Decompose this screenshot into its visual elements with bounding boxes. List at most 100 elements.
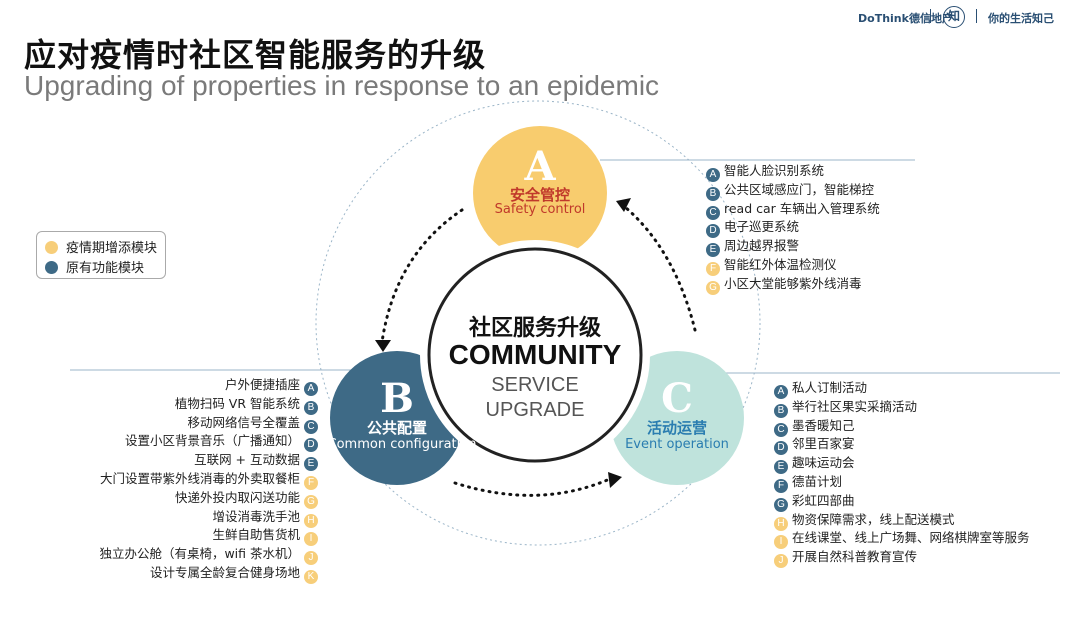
center-title-en: COMMUNITY [448, 339, 622, 370]
page-title: 应对疫情时社区智能服务的升级 [24, 36, 487, 74]
node-a-letter: A [524, 143, 556, 190]
item-badge-icon: D [304, 438, 318, 453]
item-text: 开展自然科普教育宣传 [792, 549, 918, 565]
item-badge-icon: G [304, 494, 318, 509]
node-c-label-cn: 活动运营 [646, 419, 707, 437]
item-badge-icon: K [304, 569, 318, 584]
item-badge-icon: F [774, 478, 788, 493]
outer-ring [315, 100, 761, 546]
item-text: 举行社区果实采摘活动 [792, 398, 918, 414]
page-subtitle: Upgrading of properties in response to a… [24, 70, 660, 101]
item-text: 私人订制活动 [792, 380, 868, 395]
center-title-cn: 社区服务升级 [468, 316, 601, 341]
item-text: 小区大堂能够紫外线消毒 [724, 275, 862, 291]
item-badge-icon: A [304, 382, 318, 396]
item-text: 电子巡更系统 [724, 219, 800, 235]
list-item: H 物资保障需求，线上配送模式 [774, 511, 1030, 531]
item-badge-icon: I [774, 535, 788, 550]
legend-label: 原有功能模块 [66, 261, 145, 276]
list-item: 生鲜自助售货机 I [99, 526, 318, 547]
legend-swatch-new [45, 241, 58, 254]
legend-item: 疫情期增添模块 [45, 237, 157, 256]
list-item: A 私人订制活动 [774, 379, 1030, 399]
item-badge-icon: B [706, 186, 720, 201]
node-a-circle [473, 126, 607, 260]
brand-name: DoThink德信地产 [858, 12, 953, 25]
item-text: 邻里百家宴 [792, 436, 855, 452]
list-item: 大门设置带紫外线消毒的外卖取餐柜 F [99, 470, 318, 490]
node-a-label-en: Safety control [494, 202, 586, 217]
item-text: read car 车辆出入管理系统 [724, 200, 880, 216]
list-item: E 趣味运动会 [774, 454, 1030, 475]
item-text: 独立办公舱（有桌椅，wifi 茶水机） [99, 546, 300, 562]
list-item: 户外便捷插座 A [99, 376, 318, 396]
list-item: A 智能人脸识别系统 [706, 162, 880, 182]
item-badge-icon: H [304, 513, 318, 528]
item-badge-icon: F [304, 475, 318, 490]
center-circle [427, 247, 643, 463]
item-badge-icon: E [304, 457, 318, 472]
item-badge-icon: J [304, 551, 318, 566]
item-badge-icon: D [774, 441, 788, 456]
item-text: 彩虹四部曲 [792, 492, 855, 508]
item-badge-icon: A [774, 385, 788, 399]
item-text: 植物扫码 VR 智能系统 [174, 395, 300, 411]
item-badge-icon: G [706, 280, 720, 295]
item-badge-icon: A [706, 168, 720, 182]
item-text: 快递外投内取闪送功能 [174, 489, 300, 505]
item-text: 生鲜自助售货机 [212, 527, 300, 543]
item-text: 户外便捷插座 [224, 377, 300, 392]
arrow-head [375, 340, 391, 352]
item-text: 设计专属全龄复合健身场地 [149, 564, 300, 580]
node-b-label-en: Common configuration [327, 437, 477, 452]
item-badge-icon: E [774, 460, 788, 475]
item-badge-icon: B [774, 403, 788, 418]
list-item: B 举行社区果实采摘活动 [774, 398, 1030, 418]
item-text: 物资保障需求，线上配送模式 [792, 511, 955, 527]
arrow-head [616, 198, 631, 212]
item-badge-icon: D [706, 224, 720, 239]
brand-divider [976, 9, 977, 23]
list-item: D 邻里百家宴 [774, 435, 1030, 456]
legend-swatch-existing [45, 261, 58, 274]
item-text: 设置小区背景音乐（广播通知） [124, 433, 300, 449]
item-text: 增设消毒洗手池 [212, 508, 300, 524]
arrow-head [608, 472, 622, 488]
item-badge-icon: H [774, 516, 788, 531]
legend-item: 原有功能模块 [45, 257, 144, 276]
list-item: 独立办公舱（有桌椅，wifi 茶水机） J [99, 545, 318, 566]
list-item: 设计专属全龄复合健身场地 K [99, 564, 318, 584]
list-item: B 公共区域感应门，智能梯控 [706, 181, 880, 201]
list-item: 增设消毒洗手池 H [99, 508, 318, 528]
center-subtitle-1: SERVICE [491, 374, 579, 396]
item-badge-icon: F [706, 261, 720, 276]
item-text: 德苗计划 [792, 473, 843, 489]
node-b-letter: B [380, 375, 414, 422]
node-c-letter: C [661, 375, 693, 422]
arrow-b-to-c [453, 476, 614, 497]
item-text: 公共区域感应门，智能梯控 [724, 181, 875, 197]
item-badge-icon: I [304, 532, 318, 547]
item-text: 墨香暖知己 [792, 417, 855, 433]
item-badge-icon: E [706, 243, 720, 258]
item-text: 趣味运动会 [792, 455, 855, 471]
node-c-label-en: Event operation [625, 437, 729, 452]
center-subtitle-2: UPGRADE [485, 399, 585, 421]
item-text: 大门设置带紫外线消毒的外卖取餐柜 [99, 470, 300, 486]
legend: 疫情期增添模块 原有功能模块 [36, 231, 166, 279]
brand-slogan: 你的生活知己 [988, 12, 1054, 25]
node-a-label-cn: 安全管控 [509, 186, 570, 204]
item-text: 智能人脸识别系统 [724, 163, 825, 178]
item-text: 在线课堂、线上广场舞、网络棋牌室等服务 [792, 530, 1030, 546]
item-badge-icon: B [304, 400, 318, 415]
